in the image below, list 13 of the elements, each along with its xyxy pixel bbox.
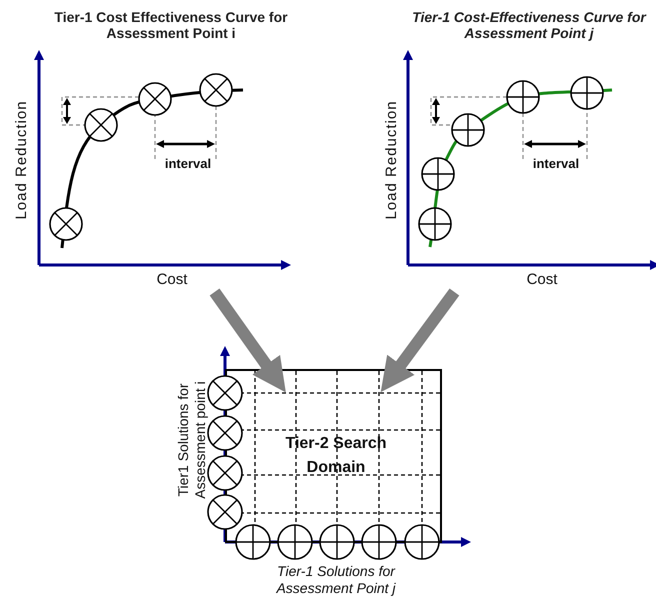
- chart-title: Tier-1 Cost-Effectiveness Curve for Assessment Point j: [411, 9, 648, 41]
- chart-title: Tier-1 Cost Effectiveness Curve for Assessment Point i: [53, 9, 289, 41]
- interval-label: interval: [164, 156, 212, 172]
- block-arrow: [210, 288, 286, 392]
- axis-label: Tier1 Solutions for Assessment point i: [175, 380, 209, 501]
- axis-label: Load Reduction: [13, 100, 31, 220]
- domain-label: Tier-2 Search Domain: [284, 434, 388, 478]
- block-arrow: [380, 288, 460, 392]
- axis-label: Cost: [526, 271, 558, 289]
- axis-label: Load Reduction: [383, 100, 401, 220]
- axis-label: Cost: [156, 271, 188, 289]
- axis-label: Tier-1 Solutions for Assessment Point j: [275, 563, 397, 597]
- interval-label: interval: [532, 156, 580, 172]
